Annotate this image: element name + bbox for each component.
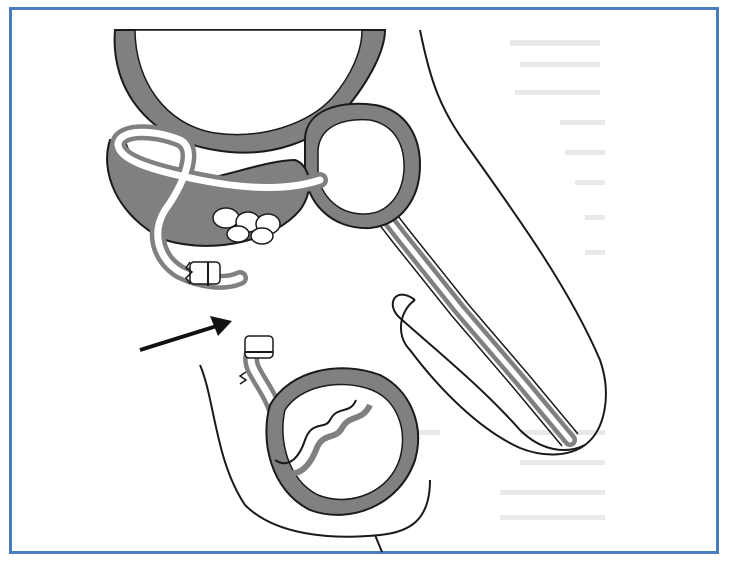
prostate-inner bbox=[318, 120, 404, 214]
arrow-icon bbox=[140, 316, 232, 350]
testis-lumen bbox=[283, 384, 403, 499]
ligation-cut-icon bbox=[186, 262, 220, 286]
scrotum-raphe bbox=[375, 535, 382, 552]
